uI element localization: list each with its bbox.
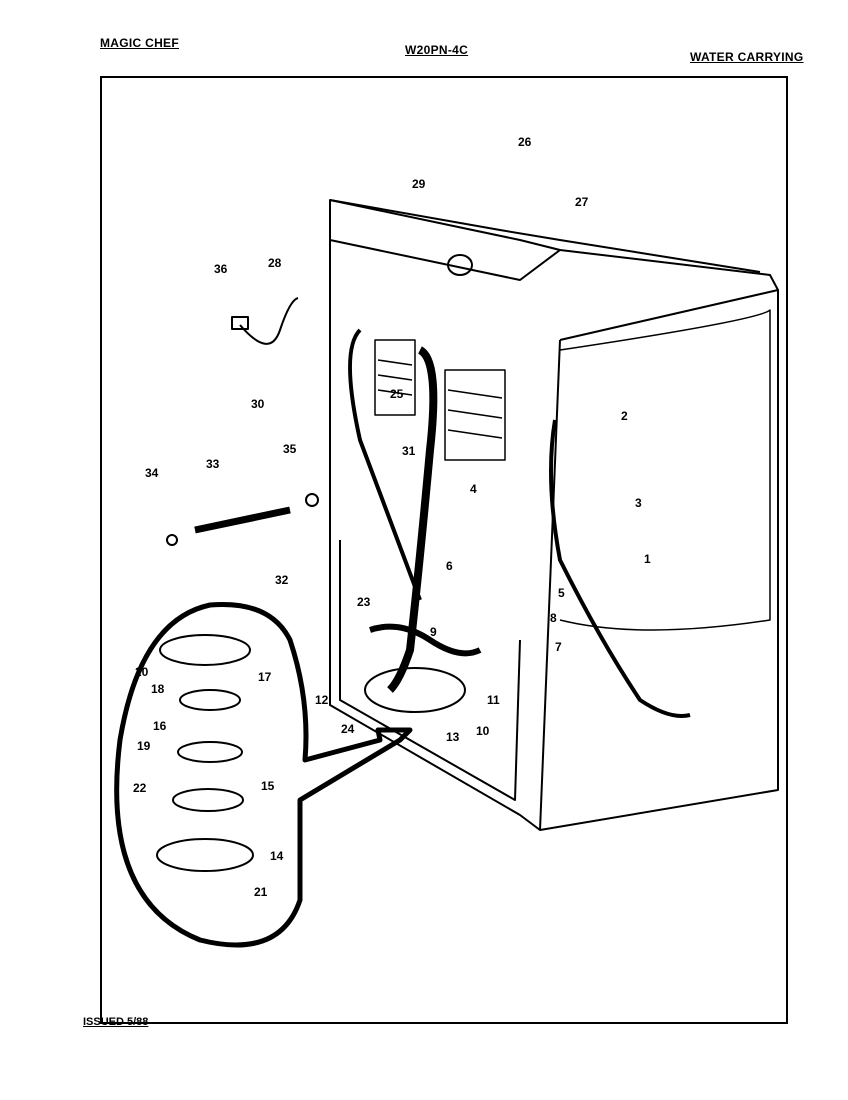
callout-10: 10 <box>476 724 490 738</box>
callout-21: 21 <box>254 885 268 899</box>
pump-cover <box>156 838 254 872</box>
bolt <box>194 506 291 534</box>
callout-20: 20 <box>135 665 149 679</box>
callout-2: 2 <box>621 409 628 423</box>
control-panel <box>329 200 561 281</box>
callout-33: 33 <box>206 457 220 471</box>
callout-32: 32 <box>275 573 289 587</box>
issued-date: ISSUED 5/88 <box>83 1016 149 1028</box>
drain-hose <box>387 346 438 693</box>
pump-plate <box>177 741 243 763</box>
callout-35: 35 <box>283 442 297 456</box>
callout-5: 5 <box>558 586 565 600</box>
callout-24: 24 <box>341 722 355 736</box>
callout-3: 3 <box>635 496 642 510</box>
callout-11: 11 <box>487 693 500 707</box>
exploded-loop <box>114 601 413 948</box>
callout-4: 4 <box>470 482 477 496</box>
callout-labels: 1 2 3 4 5 6 7 8 9 10 11 12 13 14 15 16 1… <box>133 135 651 899</box>
callout-13: 13 <box>446 730 460 744</box>
callout-27: 27 <box>575 195 589 209</box>
model-number: W20PN-4C <box>405 43 469 57</box>
callout-23: 23 <box>357 595 371 609</box>
vent-grilles <box>374 339 506 461</box>
callout-30: 30 <box>251 397 265 411</box>
callout-17: 17 <box>258 670 272 684</box>
cabinet-corner-edge <box>539 339 561 831</box>
callout-9: 9 <box>430 625 437 639</box>
callout-29: 29 <box>412 177 426 191</box>
diagram-frame <box>100 76 788 1024</box>
power-cord <box>239 297 299 345</box>
pump-mounted <box>364 667 466 713</box>
impeller <box>179 689 241 711</box>
callout-36: 36 <box>214 262 228 276</box>
callout-26: 26 <box>518 135 532 149</box>
callout-31: 31 <box>402 444 416 458</box>
cord-plug <box>231 316 249 330</box>
callout-1: 1 <box>644 552 651 566</box>
callout-28: 28 <box>268 256 282 270</box>
section-title: WATER CARRYING <box>690 50 804 64</box>
callout-6: 6 <box>446 559 453 573</box>
pressure-switch <box>447 254 473 276</box>
nut <box>166 534 178 546</box>
pump-housing <box>159 634 251 666</box>
callout-19: 19 <box>137 739 151 753</box>
callout-15: 15 <box>261 779 275 793</box>
callout-14: 14 <box>270 849 284 863</box>
callout-16: 16 <box>153 719 167 733</box>
callout-22: 22 <box>133 781 147 795</box>
tub-hose <box>549 419 691 718</box>
callout-25: 25 <box>390 387 404 401</box>
cabinet-top <box>329 199 761 273</box>
back-panel <box>339 540 521 801</box>
callout-18: 18 <box>151 682 165 696</box>
pump-hose <box>369 623 482 657</box>
callout-34: 34 <box>145 466 159 480</box>
callout-7: 7 <box>555 640 562 654</box>
callout-12: 12 <box>315 693 329 707</box>
washer-ring <box>305 493 319 507</box>
fill-hose <box>348 328 422 601</box>
tub-outline <box>559 309 771 631</box>
cabinet-side-edge <box>559 289 779 341</box>
seal-plate <box>172 788 244 812</box>
brand-label: MAGIC CHEF <box>100 36 179 50</box>
cabinet-outline <box>329 199 779 831</box>
callout-8: 8 <box>550 611 557 625</box>
